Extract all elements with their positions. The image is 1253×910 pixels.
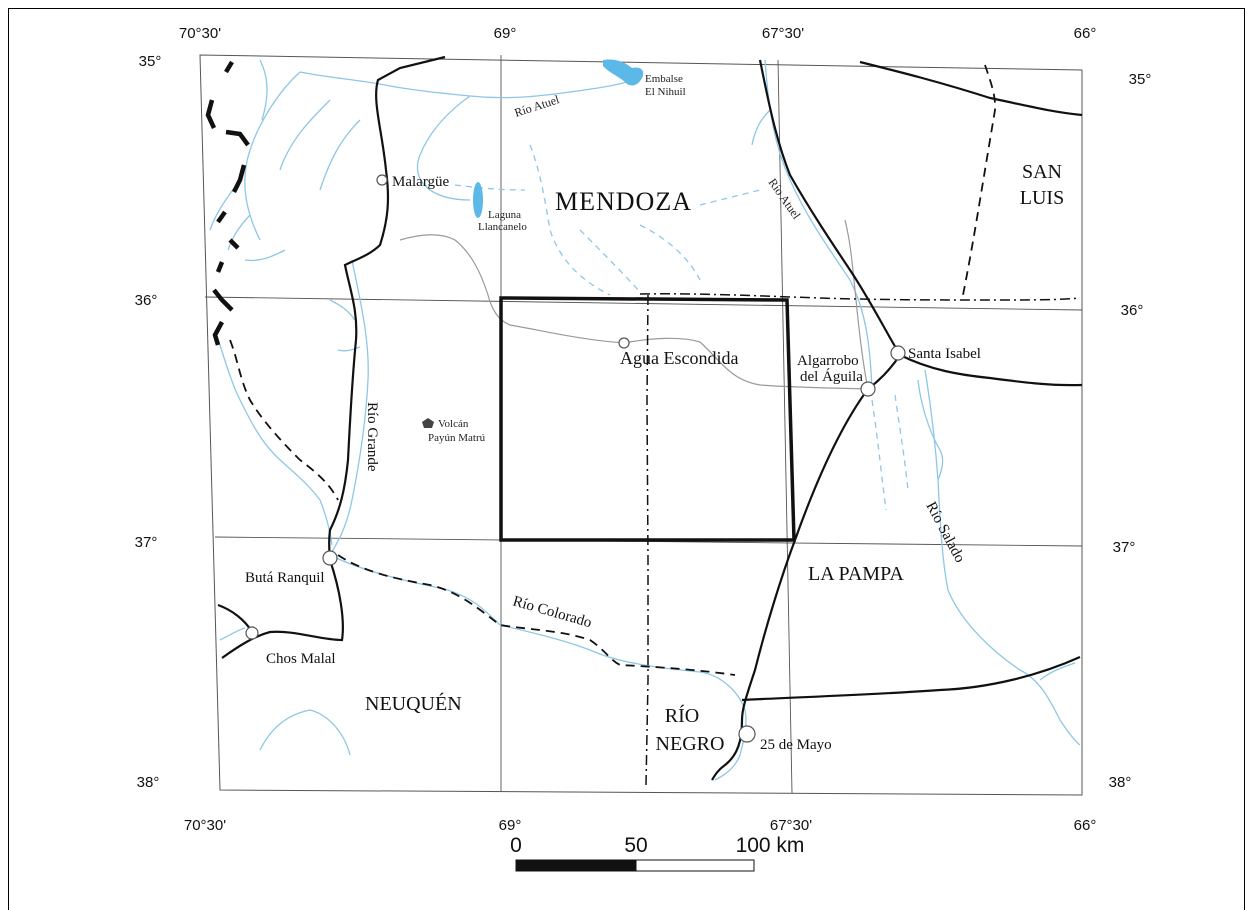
scale-bar: 0 50 100 km	[510, 834, 805, 872]
embalse-water	[603, 59, 644, 86]
la-pampa-label: LA PAMPA	[808, 563, 904, 585]
coord-top-3: 66°	[1074, 25, 1097, 42]
coord-right-1: 36°	[1121, 302, 1144, 319]
embalse-label-1: Embalse	[645, 73, 683, 85]
coord-right-0: 35°	[1129, 71, 1152, 88]
laguna-label-1: Laguna	[488, 209, 521, 221]
rio-salado-label: Río Salado	[922, 499, 967, 565]
coord-bottom-1: 69°	[499, 817, 522, 834]
veinticinco-label: 25 de Mayo	[760, 737, 832, 753]
coord-left-2: 37°	[135, 534, 158, 551]
embalse-label-2: El Nihuil	[645, 86, 686, 98]
volcano-icon	[422, 418, 434, 428]
coord-left-0: 35°	[139, 53, 162, 70]
mendoza-label: MENDOZA	[555, 187, 692, 216]
river-network	[209, 59, 1081, 781]
agua-escondida-label: Agua Escondida	[620, 348, 738, 368]
coord-top-2: 67°30'	[762, 25, 804, 42]
coord-bottom-0: 70°30'	[184, 817, 226, 834]
map-frame	[8, 8, 1245, 910]
towns	[245, 174, 906, 743]
neuquen-label: NEUQUÉN	[365, 692, 462, 715]
buta-ranquil-label: Butá Ranquil	[245, 570, 325, 586]
study-area-box	[499, 296, 796, 542]
chos-malal-label: Chos Malal	[266, 651, 336, 667]
santa-isabel-marker	[890, 345, 906, 361]
rio-atuel-east-label: Río Atuel	[766, 176, 804, 223]
santa-isabel-label: Santa Isabel	[908, 346, 981, 362]
coord-bottom-3: 66°	[1074, 817, 1097, 834]
graticule	[204, 55, 1083, 794]
borders	[205, 55, 1083, 786]
buta-ranquil-marker	[322, 550, 338, 566]
algarrobo-marker	[860, 381, 876, 397]
scale-label-50: 50	[624, 834, 647, 857]
san-luis-label-2: LUIS	[1020, 187, 1064, 209]
rio-colorado-label: Río Colorado	[511, 593, 594, 631]
road-network	[399, 219, 869, 390]
coord-right-3: 38°	[1109, 774, 1132, 791]
veinticinco-marker	[738, 725, 756, 743]
coordinate-labels: 70°30' 69° 67°30' 66° 70°30' 69° 67°30' …	[135, 25, 1152, 834]
coord-bottom-2: 67°30'	[770, 817, 812, 834]
place-labels: Malargüe Agua Escondida Algarrobo del Ág…	[245, 73, 981, 753]
scale-label-0: 0	[510, 834, 522, 857]
coord-top-1: 69°	[494, 25, 517, 42]
algarrobo-label-1: Algarrobo	[797, 353, 859, 369]
coord-top-0: 70°30'	[179, 25, 221, 42]
rio-negro-label-1: RÍO	[665, 704, 699, 727]
volcan-label-2: Payún Matrú	[428, 432, 486, 444]
coord-left-1: 36°	[135, 292, 158, 309]
coord-left-3: 38°	[137, 774, 160, 791]
volcan-label-1: Volcán	[438, 418, 469, 430]
province-labels: MENDOZA SAN LUIS LA PAMPA NEUQUÉN RÍO NE…	[365, 161, 1064, 755]
laguna-water	[473, 182, 483, 218]
san-luis-label-1: SAN	[1022, 161, 1062, 183]
laguna-label-2: Llancanelo	[478, 221, 527, 233]
agua-escondida-marker	[618, 337, 630, 349]
scale-label-100: 100 km	[736, 834, 805, 857]
rio-negro-label-2: NEGRO	[656, 733, 725, 755]
rio-grande-label: Río Grande	[364, 402, 380, 472]
malargue-label: Malargüe	[392, 174, 450, 190]
malargue-marker	[376, 174, 388, 186]
map-outline	[199, 54, 1083, 796]
algarrobo-label-2: del Águila	[800, 368, 863, 385]
coord-right-2: 37°	[1113, 539, 1136, 556]
chos-malal-marker	[245, 626, 259, 640]
